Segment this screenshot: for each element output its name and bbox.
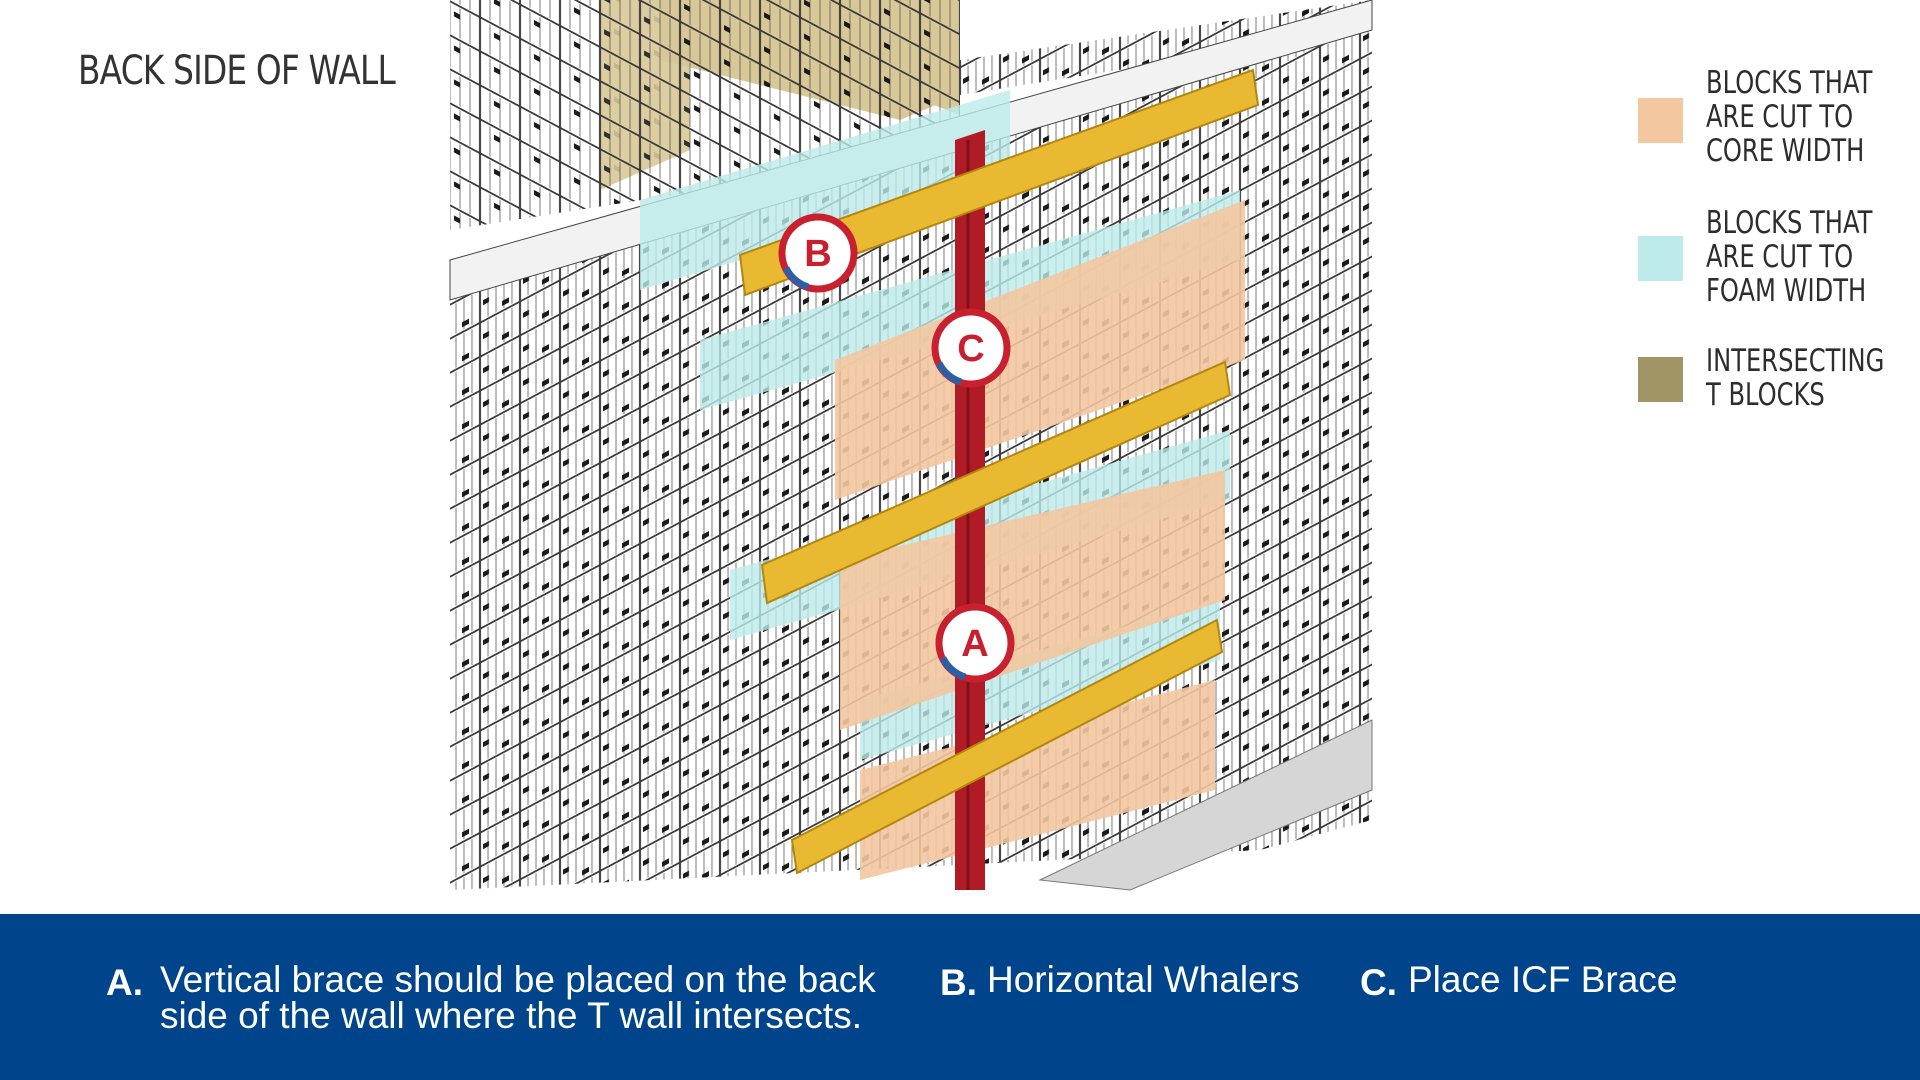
core-width-blocks bbox=[835, 200, 1245, 880]
legend-label-foam-width: BLOCKS THAT ARE CUT TO FOAM WIDTH bbox=[1706, 205, 1873, 309]
legend-label-core-width: BLOCKS THAT ARE CUT TO CORE WIDTH bbox=[1706, 65, 1873, 169]
notes-footer: A. Vertical brace should be placed on th… bbox=[0, 914, 1920, 1080]
legend-swatch-t-blocks bbox=[1638, 357, 1683, 402]
legend-label-t-blocks: INTERSECTING T BLOCKS bbox=[1706, 343, 1885, 413]
callout-b: B bbox=[778, 213, 858, 293]
back-wall-right bbox=[960, 0, 1372, 95]
footing bbox=[1038, 719, 1373, 891]
whaler-1 bbox=[738, 68, 1260, 297]
callout-c-letter: C bbox=[957, 328, 984, 370]
whaler-3 bbox=[790, 618, 1224, 875]
legend-swatch-core-width bbox=[1638, 98, 1683, 143]
callout-c: C bbox=[931, 308, 1011, 388]
callout-a: A bbox=[935, 603, 1015, 683]
note-a-letter: A. bbox=[106, 962, 143, 1003]
note-b-text: Horizontal Whalers bbox=[987, 959, 1300, 1000]
callout-a-letter: A bbox=[961, 623, 988, 665]
wall-diagram: B C A bbox=[449, 0, 1373, 891]
t-wall-intersecting-blocks bbox=[600, 0, 960, 190]
whaler-2 bbox=[760, 360, 1232, 605]
note-a-text: Vertical brace should be placed on the b… bbox=[160, 959, 876, 1036]
note-c-text: Place ICF Brace bbox=[1408, 959, 1678, 1000]
callout-b-letter: B bbox=[804, 233, 831, 275]
note-b-letter: B. bbox=[940, 962, 977, 1003]
horizontal-whalers bbox=[738, 68, 1260, 875]
note-c-letter: C. bbox=[1360, 962, 1397, 1003]
legend-swatch-foam-width bbox=[1638, 236, 1683, 281]
page-title: BACK SIDE OF WALL bbox=[78, 48, 396, 94]
